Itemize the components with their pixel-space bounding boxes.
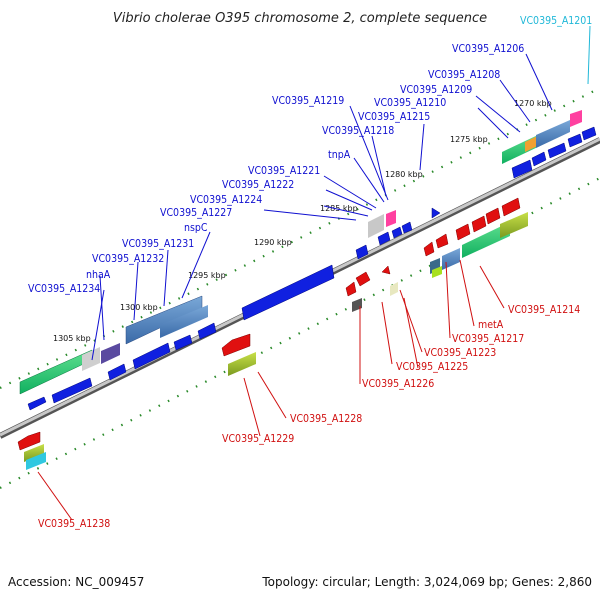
kbp-mark-1305: 1305 kbp [53, 334, 91, 343]
feature-bar [101, 343, 120, 364]
topology-text: Topology: circular; Length: 3,024,069 bp… [261, 575, 592, 589]
gene-label-a1217: VC0395_A1217 [452, 333, 524, 345]
gene-label-a1210: VC0395_A1210 [374, 97, 446, 109]
gene-label-a1226: VC0395_A1226 [362, 378, 434, 390]
feature-bar [82, 347, 100, 371]
gene-label-a1222: VC0395_A1222 [222, 179, 294, 191]
gene-label-nspc: nspC [184, 222, 208, 234]
gene-label-a1225: VC0395_A1225 [396, 361, 468, 373]
reverse-gene-arrow [501, 197, 521, 217]
forward-callout-lines [91, 53, 553, 361]
forward-labels: VC0395_A1206 VC0395_A1208 VC0395_A1209 V… [28, 43, 524, 295]
gene-label-a1201: VC0395_A1201 [520, 15, 592, 27]
feature-bar [570, 110, 582, 127]
gene-label-a1214: VC0395_A1214 [508, 304, 580, 316]
forward-gene-arrow [197, 322, 217, 340]
feature-bar [432, 266, 442, 278]
map-title: Vibrio cholerae O395 chromosome 2, compl… [113, 11, 487, 26]
reverse-gene-arrow [381, 265, 391, 275]
lower-features [24, 212, 528, 470]
gene-label-a1221: VC0395_A1221 [248, 165, 320, 177]
gene-label-a1206: VC0395_A1206 [452, 43, 524, 55]
gene-label-a1219: VC0395_A1219 [272, 95, 344, 107]
gene-label-a1218: VC0395_A1218 [322, 125, 394, 137]
gene-label-a1209: VC0395_A1209 [400, 84, 472, 96]
reverse-gene-arrow [221, 333, 251, 357]
gene-label-a1227: VC0395_A1227 [160, 207, 232, 219]
feature-bar [228, 352, 256, 376]
forward-gene-arrow [391, 226, 403, 239]
forward-gene-arrow [581, 126, 597, 141]
forward-gene-arrow [51, 377, 93, 404]
feature-bar [500, 212, 528, 238]
reverse-gene-arrow [355, 271, 371, 287]
forward-gene-arrow [511, 159, 533, 179]
reverse-gene-arrow [471, 215, 487, 233]
feature-bar [442, 248, 460, 270]
reverse-labels: VC0395_A1214 metA VC0395_A1217 VC0395_A1… [38, 304, 580, 530]
reverse-gene-arrow [455, 223, 471, 241]
reverse-gene-arrow [435, 233, 449, 249]
accession-text: Accession: NC_009457 [8, 575, 144, 589]
gene-label-a1223: VC0395_A1223 [424, 347, 496, 359]
forward-gene-arrow [27, 396, 47, 411]
reverse-gene-arrow [423, 241, 435, 257]
reverse-genes [17, 197, 521, 451]
feature-bar [386, 210, 396, 227]
reverse-gene-arrow [345, 281, 357, 297]
reverse-gene-arrow [485, 207, 501, 225]
forward-gene-arrow [173, 334, 193, 351]
kbp-mark-1295: 1295 kbp [188, 271, 226, 280]
forward-gene-arrow [401, 221, 413, 234]
forward-gene-arrow [431, 207, 441, 219]
kbp-mark-1285: 1285 kbp [320, 204, 358, 213]
gene-label-a1238: VC0395_A1238 [38, 518, 110, 530]
feature-bar [462, 222, 510, 258]
gene-label-a1208: VC0395_A1208 [428, 69, 500, 81]
kbp-mark-1270: 1270 kbp [514, 99, 552, 108]
forward-gene-arrow [107, 363, 127, 381]
kbp-mark-1275: 1275 kbp [450, 135, 488, 144]
gene-label-meta: metA [478, 319, 504, 331]
forward-gene-arrow [567, 133, 583, 148]
gene-label-a1229: VC0395_A1229 [222, 433, 294, 445]
kbp-mark-1290: 1290 kbp [254, 238, 292, 247]
gene-label-a1224: VC0395_A1224 [190, 194, 262, 206]
forward-genes [27, 126, 597, 411]
gene-label-tnpa: tnpA [328, 149, 351, 161]
cyan-callout-line [587, 25, 591, 85]
gene-label-a1232: VC0395_A1232 [92, 253, 164, 265]
forward-gene-arrow [531, 151, 547, 167]
gene-label-a1234: VC0395_A1234 [28, 283, 100, 295]
gene-label-a1228: VC0395_A1228 [290, 413, 362, 425]
feature-bar [160, 305, 208, 338]
feature-bar [368, 214, 384, 238]
forward-gene-arrow [377, 231, 391, 246]
kbp-mark-1300: 1300 kbp [120, 303, 158, 312]
forward-gene-arrow [355, 244, 369, 260]
feature-bar [390, 282, 398, 296]
forward-gene-arrow [547, 142, 567, 159]
feature-bar [536, 120, 570, 148]
gene-label-nhaa: nhaA [86, 269, 111, 281]
reverse-gene-arrow [17, 431, 41, 451]
gene-label-a1215: VC0395_A1215 [358, 111, 430, 123]
gene-label-a1231: VC0395_A1231 [122, 238, 194, 250]
feature-bar [26, 452, 46, 470]
upper-features [19, 110, 582, 395]
forward-gene-arrow [241, 264, 335, 321]
feature-bar [24, 444, 44, 462]
kbp-mark-1280: 1280 kbp [385, 170, 423, 179]
reverse-callout-lines [37, 259, 505, 521]
forward-gene-arrow [132, 342, 171, 370]
